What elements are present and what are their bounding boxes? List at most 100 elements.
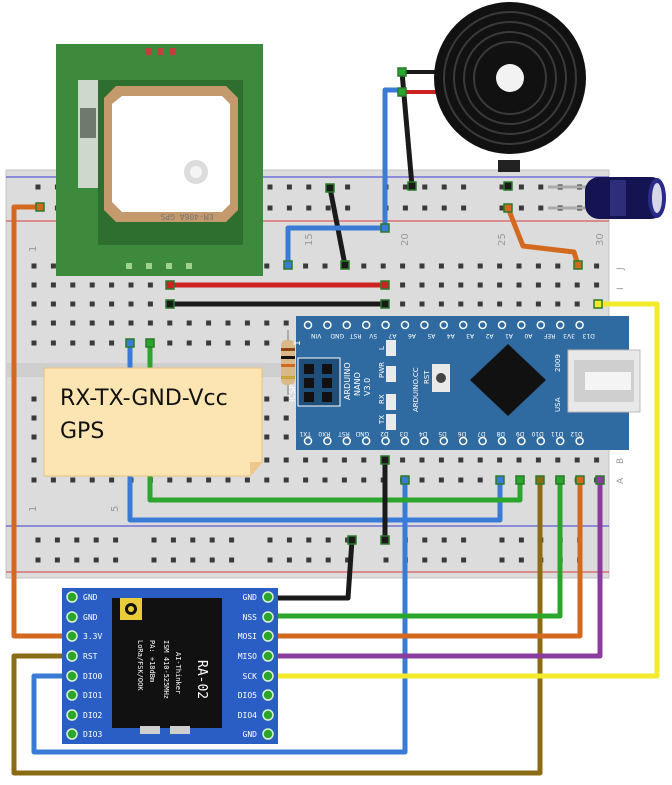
rail-hole [518, 537, 524, 543]
ra02-right-pin [262, 728, 274, 740]
breadboard-hole [419, 301, 425, 307]
breadboard-hole [89, 340, 95, 346]
capacitor [548, 177, 666, 219]
breadboard-hole [516, 263, 522, 269]
breadboard-hole [128, 320, 134, 326]
bb-col-number: 1 [28, 246, 39, 252]
breadboard-hole [147, 320, 153, 326]
rail-hole [499, 184, 505, 190]
wire-purple-miso [267, 477, 603, 659]
bb-col-number: 5 [110, 506, 121, 512]
breadboard-hole [458, 301, 464, 307]
nano-pin [555, 436, 565, 446]
rail-hole [229, 557, 235, 563]
wire-endpoint [407, 181, 417, 191]
nano-bottom-pin-label: D2 [380, 430, 389, 437]
nano-top-pin-label: 5V [368, 332, 377, 339]
rail-hole [286, 537, 292, 543]
nano-bottom-pin-label: D8 [496, 430, 505, 437]
breadboard-hole [89, 320, 95, 326]
breadboard-hole [438, 301, 444, 307]
wire-endpoint [535, 475, 545, 485]
bb-col-number: 1 [28, 506, 39, 512]
ra02-right-pin-label: DIO5 [238, 691, 257, 700]
ra02-left-pin [66, 689, 78, 701]
breadboard-hole [419, 263, 425, 269]
nano-bottom-pin-label: D5 [438, 430, 447, 437]
nano-bottom-pin-label: D11 [551, 430, 563, 437]
breadboard-hole [89, 477, 95, 483]
led-label-rx: RX [378, 394, 386, 404]
ra02-left-pin-label: DIO0 [83, 672, 102, 681]
rail-hole [441, 557, 447, 563]
nano-top-pin-label: 3V3 [563, 332, 575, 339]
bb-row-letter: J [616, 267, 626, 271]
nano-pin [575, 320, 584, 330]
rail-hole [461, 537, 467, 543]
breadboard-hole [109, 477, 115, 483]
wire-endpoint [397, 67, 407, 77]
nano-pin [497, 436, 507, 446]
breadboard-hole [283, 434, 289, 440]
ra02-right-pin-label: SCK [243, 672, 258, 681]
nano-pin [381, 320, 390, 330]
breadboard-hole [147, 282, 153, 288]
rail-hole [35, 184, 41, 190]
nano-pin [342, 320, 352, 330]
wire-orange-3v3 [11, 204, 73, 639]
breadboard-hole [438, 282, 444, 288]
ra02-right-pin [262, 630, 274, 642]
rail-hole [441, 205, 447, 211]
breadboard-hole [341, 477, 347, 483]
rail-hole [35, 557, 41, 563]
nano-pin [420, 436, 429, 446]
nano-pin [458, 320, 468, 330]
wire-blue-dio0 [31, 477, 408, 755]
bb-row-letter: I [616, 287, 626, 290]
breadboard-hole [109, 301, 115, 307]
wire-green-nss [267, 477, 563, 619]
breadboard-hole [50, 320, 56, 326]
breadboard-hole [244, 477, 250, 483]
breadboard-hole [516, 457, 522, 463]
rail-hole [190, 537, 196, 543]
breadboard-hole [31, 340, 37, 346]
breadboard-hole [535, 263, 541, 269]
ra02-right-pin [262, 591, 274, 603]
nano-title-2: NANO [353, 372, 362, 396]
breadboard-hole [419, 457, 425, 463]
nano-top-pin-label: A2 [485, 332, 493, 339]
breadboard-hole [206, 340, 212, 346]
breadboard-hole [128, 301, 134, 307]
wire-orange-mosi [267, 477, 583, 639]
nano-bottom-pin-label: GND [355, 430, 369, 437]
breadboard-hole [283, 477, 289, 483]
rail-hole [461, 184, 467, 190]
nano-top-pin-label: VIN [311, 332, 321, 339]
breadboard-hole [50, 477, 56, 483]
breadboard-hole [264, 434, 270, 440]
ra02-left-pin-label: 3.3V [83, 632, 102, 641]
breadboard-hole [438, 457, 444, 463]
nano-bottom-pin-label: D6 [458, 430, 467, 437]
ra02-right-pin-label: MOSI [238, 632, 257, 641]
nano-bottom-pin-label: D3 [399, 430, 408, 437]
bb-col-number: 15 [304, 233, 315, 246]
nano-pin [458, 436, 468, 446]
nano-top-pin-label: A0 [524, 332, 532, 339]
led-label-pwr: PWR [378, 362, 386, 378]
breadboard-hole [264, 396, 270, 402]
wire-endpoint [347, 535, 357, 545]
nano-bottom-pin-label: D9 [516, 430, 525, 437]
rail-hole [93, 537, 99, 543]
breadboard-hole [419, 282, 425, 288]
nano-pin [478, 436, 487, 446]
ra02-right-pin [262, 689, 274, 701]
breadboard-hole [555, 301, 561, 307]
rx-led [386, 394, 396, 410]
rail-hole [151, 537, 157, 543]
rail-hole [499, 537, 505, 543]
breadboard-hole [341, 457, 347, 463]
